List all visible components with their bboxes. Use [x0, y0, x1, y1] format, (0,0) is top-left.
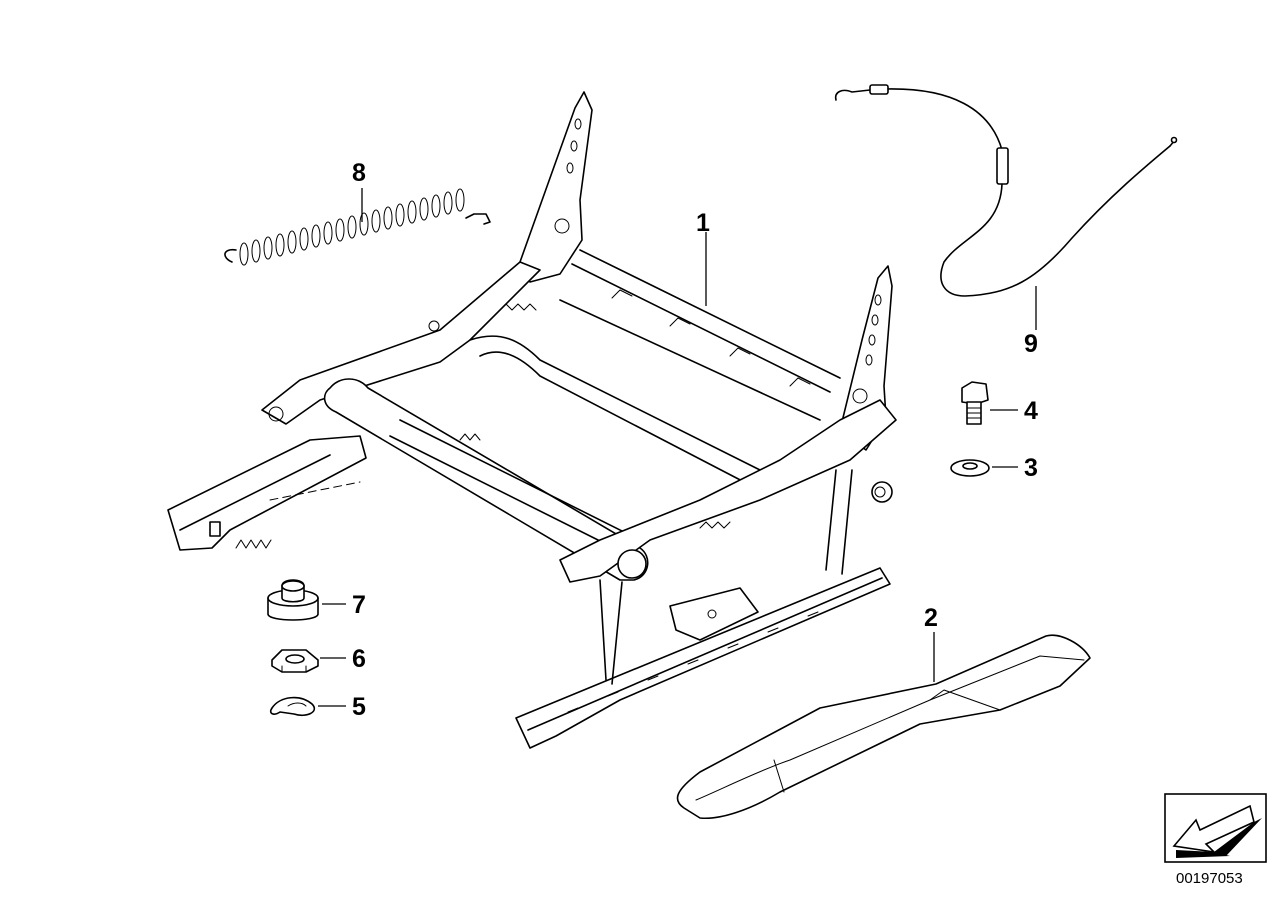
callout-2: 2	[924, 604, 938, 632]
callout-9: 9	[1024, 330, 1038, 358]
document-number: 00197053	[1176, 870, 1243, 887]
callout-5: 5	[352, 693, 366, 721]
part-9-bowden-cable[interactable]	[834, 84, 1178, 297]
part-8-tension-spring[interactable]	[224, 188, 491, 266]
callout-7: 7	[352, 591, 366, 619]
callout-3: 3	[1024, 454, 1038, 482]
part-2-track-cover[interactable]	[676, 634, 1091, 820]
arrow-direction-icon	[1164, 793, 1267, 863]
callout-6: 6	[352, 645, 366, 673]
part-3-washer[interactable]	[950, 459, 990, 477]
part-4-bolt[interactable]	[961, 381, 989, 425]
callout-1: 1	[696, 209, 710, 237]
part-7-buffer[interactable]	[267, 579, 319, 621]
callout-4: 4	[1024, 397, 1038, 425]
callout-8: 8	[352, 159, 366, 187]
part-5-clip[interactable]	[269, 696, 316, 717]
part-6-hex-nut[interactable]	[271, 649, 319, 673]
part-1-seat-frame[interactable]	[167, 91, 897, 749]
